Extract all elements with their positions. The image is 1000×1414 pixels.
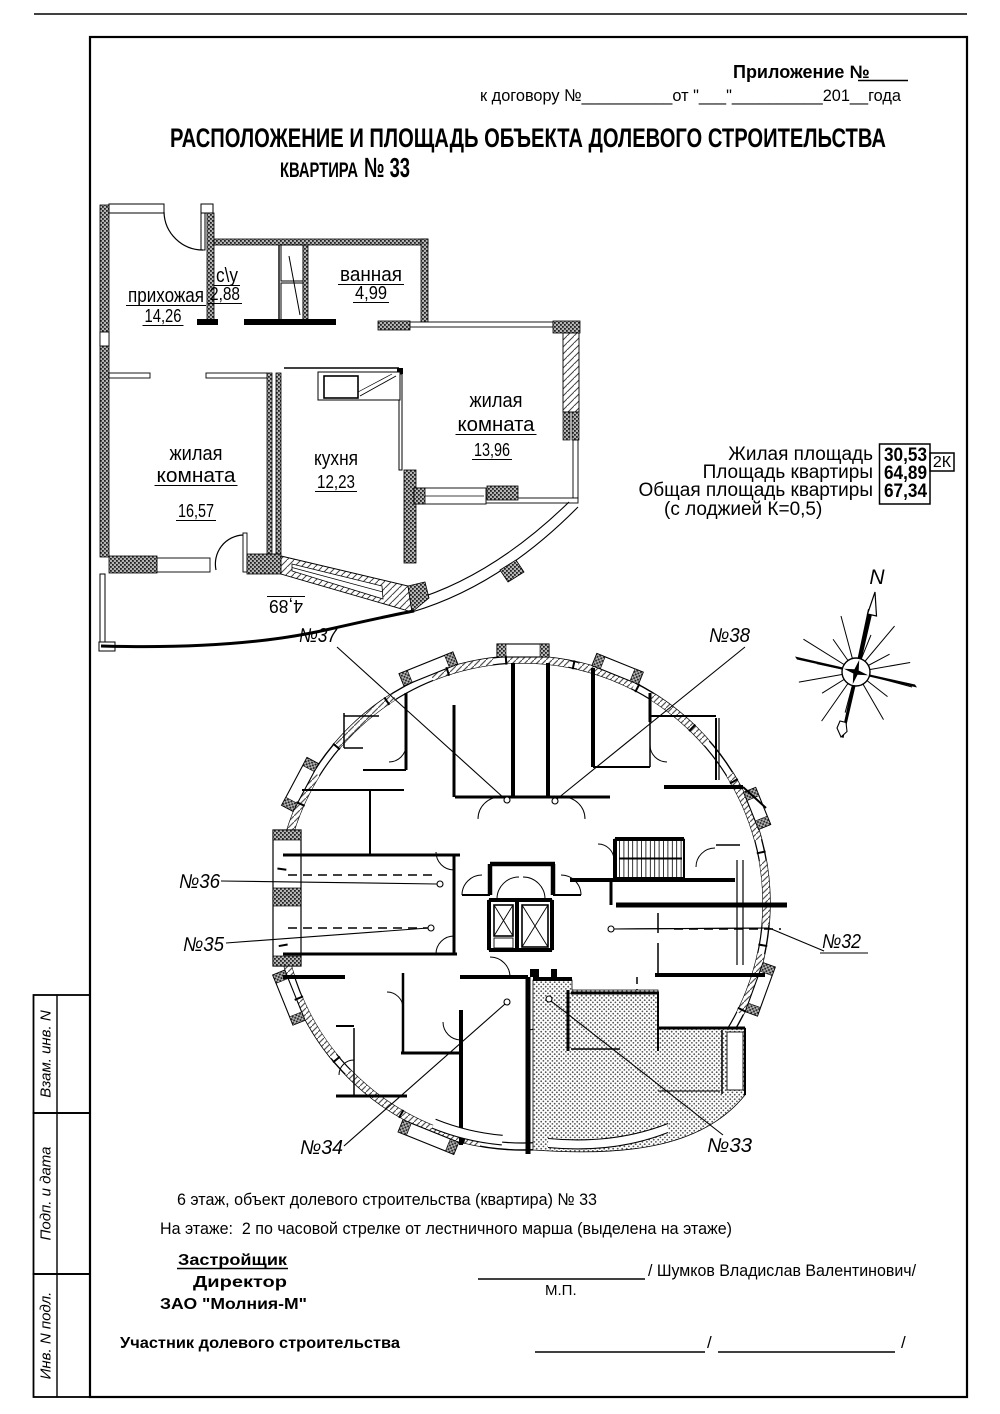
svg-text:№34: №34 xyxy=(300,1137,343,1159)
svg-text:Участник долевого строительств: Участник долевого строительства xyxy=(120,1335,400,1352)
svg-text:2К: 2К xyxy=(933,454,952,471)
svg-text:67,34: 67,34 xyxy=(884,481,927,502)
svg-text:N: N xyxy=(869,566,885,589)
svg-text:Директор: Директор xyxy=(193,1274,287,1291)
svg-text:Взам. инв. N: Взам. инв. N xyxy=(38,1010,55,1098)
svg-text:комната: комната xyxy=(458,414,536,436)
svg-text:кухня: кухня xyxy=(314,448,358,470)
svg-text:КВАРТИРА: КВАРТИРА xyxy=(280,159,358,182)
svg-text:12,23: 12,23 xyxy=(317,472,355,492)
svg-text:Инв. N подл.: Инв. N подл. xyxy=(38,1292,55,1380)
svg-text:Подп. и дата: Подп. и дата xyxy=(38,1147,55,1241)
svg-text:4,89: 4,89 xyxy=(269,596,303,616)
svg-text:ванная: ванная xyxy=(340,264,402,286)
svg-text:№ 33: № 33 xyxy=(364,152,410,183)
svg-text:№36: №36 xyxy=(179,871,221,893)
svg-text:Площадь квартиры: Площадь квартиры xyxy=(703,462,873,483)
svg-text:№33: №33 xyxy=(707,1135,752,1157)
svg-text:/: / xyxy=(901,1333,906,1352)
svg-text:ЗАО "Молния-М": ЗАО "Молния-М" xyxy=(160,1296,307,1313)
svg-text:/ Шумков Владислав Валентинови: / Шумков Владислав Валентинович/ xyxy=(648,1261,916,1280)
svg-text:комната: комната xyxy=(157,465,237,487)
svg-text:Общая площадь квартиры: Общая площадь квартиры xyxy=(639,480,874,501)
svg-text:№38: №38 xyxy=(709,625,750,647)
svg-text:14,26: 14,26 xyxy=(145,306,182,326)
svg-text:2,88: 2,88 xyxy=(210,284,240,304)
svg-text:4,99: 4,99 xyxy=(355,283,387,303)
svg-text:жилая: жилая xyxy=(170,443,223,465)
svg-text:13,96: 13,96 xyxy=(474,440,510,460)
svg-text:Приложение №: Приложение № xyxy=(733,62,870,82)
svg-text:№37: №37 xyxy=(299,625,338,647)
svg-text:М.П.: М.П. xyxy=(545,1282,577,1299)
svg-text:с\у: с\у xyxy=(216,265,238,287)
svg-text:РАСПОЛОЖЕНИЕ И ПЛОЩАДЬ ОБЪЕКТА: РАСПОЛОЖЕНИЕ И ПЛОЩАДЬ ОБЪЕКТА ДОЛЕВОГО … xyxy=(170,123,886,153)
svg-text:6 этаж, объект долевого строит: 6 этаж, объект долевого строительства (к… xyxy=(177,1190,597,1209)
svg-text:№32: №32 xyxy=(822,931,861,953)
svg-text:/: / xyxy=(707,1333,712,1352)
svg-text:№35: №35 xyxy=(183,934,225,956)
svg-text:64,89: 64,89 xyxy=(884,463,927,484)
svg-text:30,53: 30,53 xyxy=(884,445,927,466)
svg-text:Жилая площадь: Жилая площадь xyxy=(728,444,873,465)
svg-text:жилая: жилая xyxy=(470,390,523,412)
svg-text:(с лоджией К=0,5): (с лоджией К=0,5) xyxy=(664,499,822,520)
svg-text:На этаже: 2 по часовой стрелк: На этаже: 2 по часовой стрелке от лестни… xyxy=(160,1219,732,1238)
svg-text:Застройщик: Застройщик xyxy=(178,1252,288,1269)
svg-text:к договору №__________от "___": к договору №__________от "___"__________… xyxy=(480,86,902,105)
svg-text:прихожая: прихожая xyxy=(128,285,204,307)
svg-text:16,57: 16,57 xyxy=(178,501,214,521)
